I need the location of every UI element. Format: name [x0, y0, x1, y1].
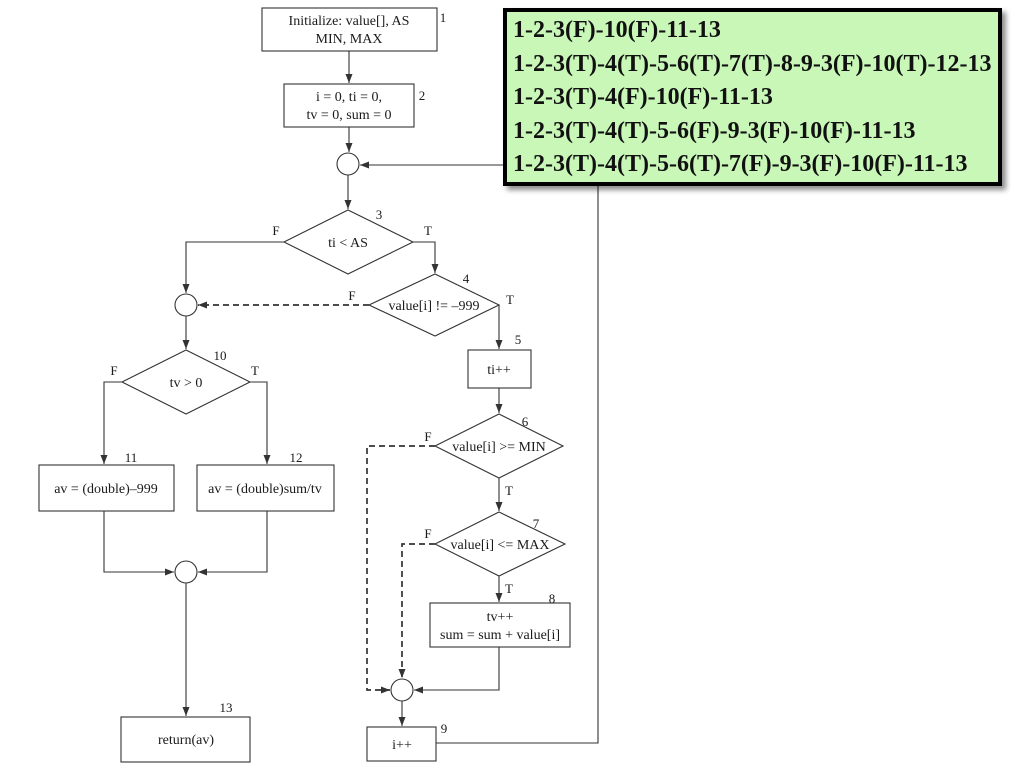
- path-line: 1-2-3(T)-4(F)-10(F)-11-13: [513, 84, 773, 110]
- node-1-number: 1: [440, 10, 447, 25]
- node-4-false-label: F: [348, 288, 355, 303]
- node-6-label: value[i] >= MIN: [452, 440, 546, 455]
- edge-6-false: [366, 445, 435, 694]
- node-7-number: 7: [533, 516, 540, 531]
- node-6-number: 6: [522, 414, 529, 429]
- node-7-decision: value[i] <= MAX 7 F T: [424, 511, 567, 596]
- node-2-init-counters: i = 0, ti = 0, tv = 0, sum = 0 2: [283, 83, 426, 128]
- node-2-box: [283, 83, 415, 128]
- node-10-false-label: F: [110, 363, 117, 378]
- node-10-decision: tv > 0 10 F T: [110, 348, 259, 415]
- edge-9-loop-back: [360, 161, 599, 744]
- node-4-label: value[i] != –999: [388, 299, 479, 314]
- node-2-line1: i = 0, ti = 0,: [316, 90, 382, 105]
- edge-10-true: [250, 381, 271, 464]
- node-2-number: 2: [419, 88, 426, 103]
- node-9-number: 9: [441, 721, 448, 736]
- edge-10-false: [100, 381, 122, 464]
- node-13-box: [120, 716, 251, 763]
- increment-junction-circle: [390, 678, 414, 702]
- node-12-process: av = (double)sum/tv 12: [196, 450, 335, 512]
- edge-11-to-junction: [103, 511, 174, 576]
- node-3-label: ti < AS: [328, 236, 368, 251]
- node-7-label: value[i] <= MAX: [451, 538, 550, 553]
- node-11-box: [38, 464, 175, 512]
- node-10-diamond: [120, 349, 252, 415]
- node-11-process: av = (double)–999 11: [38, 450, 175, 512]
- node-4-decision: value[i] != –999 4 F T: [348, 271, 514, 337]
- node-8-line2: sum = sum + value[i]: [440, 628, 560, 643]
- edge-8-to-junction: [414, 647, 500, 694]
- node-13-return: return(av) 13: [120, 700, 251, 763]
- edge-3-false: [182, 241, 284, 293]
- return-junction-circle: [174, 560, 198, 584]
- node-3-number: 3: [376, 207, 383, 222]
- node-7-false-label: F: [424, 526, 431, 541]
- edge-12-to-junction: [198, 511, 268, 576]
- execution-paths-box: 1-2-3(F)-10(F)-11-13 1-2-3(T)-4(T)-5-6(T…: [503, 8, 1002, 186]
- node-10-label: tv > 0: [170, 376, 203, 391]
- node-3-diamond: [282, 209, 415, 275]
- node-6-diamond: [433, 413, 565, 479]
- edge-7-false: [398, 543, 435, 678]
- node-12-number: 12: [290, 450, 303, 465]
- path-line: 1-2-3(T)-4(T)-5-6(T)-7(F)-9-3(F)-10(F)-1…: [513, 151, 968, 177]
- node-6-true-label: T: [505, 483, 513, 498]
- node-4-number: 4: [463, 271, 470, 286]
- path-line: 1-2-3(T)-4(T)-5-6(F)-9-3(F)-10(F)-11-13: [513, 117, 916, 144]
- node-4-diamond: [367, 273, 501, 337]
- node-13-number: 13: [220, 700, 233, 715]
- node-2-line2: tv = 0, sum = 0: [306, 108, 391, 123]
- node-5-box: [467, 349, 532, 389]
- path-line: 1-2-3(F)-10(F)-11-13: [513, 17, 721, 43]
- node-1-line2: MIN, MAX: [316, 32, 383, 47]
- exit-junction-circle: [174, 293, 198, 317]
- node-6-false-label: F: [424, 429, 431, 444]
- node-12-label: av = (double)sum/tv: [208, 482, 322, 497]
- node-8-line1: tv++: [487, 610, 514, 625]
- node-9-box: [366, 726, 437, 762]
- node-6-decision: value[i] >= MIN 6 F T: [424, 413, 565, 498]
- node-4-true-label: T: [506, 292, 514, 307]
- node-7-diamond: [433, 511, 567, 577]
- edge-3-true: [413, 241, 439, 273]
- node-3-true-label: T: [424, 223, 432, 238]
- node-13-label: return(av): [158, 733, 214, 748]
- node-8-process: tv++ sum = sum + value[i] 8: [429, 591, 571, 648]
- node-1-initialize: Initialize: value[], AS MIN, MAX 1: [261, 7, 447, 52]
- node-1-box: [261, 7, 438, 52]
- node-9-label: i++: [392, 738, 412, 753]
- node-3-false-label: F: [272, 223, 279, 238]
- node-5-process: ti++ 5: [467, 332, 532, 389]
- node-7-true-label: T: [505, 581, 513, 596]
- loop-junction-circle: [336, 152, 360, 176]
- path-line: 1-2-3(T)-4(T)-5-6(T)-7(T)-8-9-3(F)-10(T)…: [513, 50, 992, 77]
- node-9-process: i++ 9: [366, 721, 448, 762]
- node-3-decision: ti < AS 3 F T: [272, 207, 432, 275]
- node-11-number: 11: [125, 450, 138, 465]
- flow-edges: [100, 51, 599, 744]
- node-8-box: [429, 602, 571, 648]
- node-5-number: 5: [515, 332, 522, 347]
- node-10-number: 10: [214, 348, 227, 363]
- node-8-number: 8: [549, 591, 556, 606]
- node-11-label: av = (double)–999: [54, 482, 158, 497]
- node-12-box: [196, 464, 335, 512]
- node-1-line1: Initialize: value[], AS: [289, 14, 410, 29]
- node-5-label: ti++: [487, 363, 511, 378]
- node-10-true-label: T: [251, 363, 259, 378]
